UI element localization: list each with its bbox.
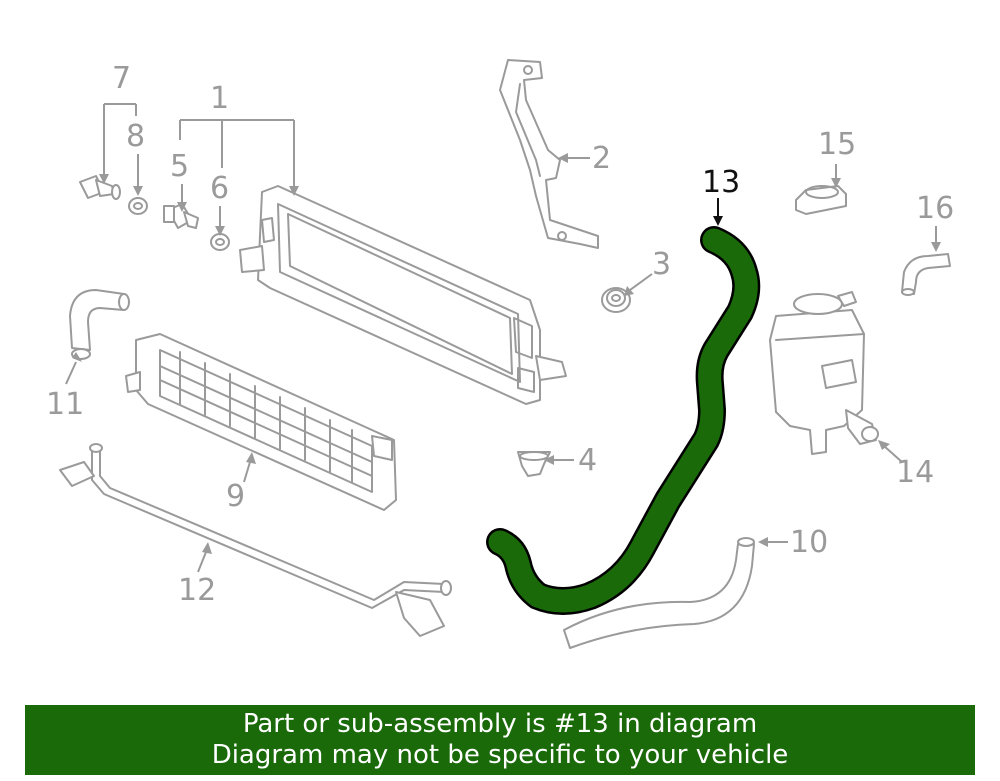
part-12-pipe (59, 443, 452, 637)
leader-lines (65, 103, 941, 573)
part-16-hose-end (901, 288, 915, 296)
callout-8: 8 (126, 119, 145, 154)
info-banner: Part or sub-assembly is #13 in diagram D… (25, 705, 975, 775)
part-10-hose (563, 543, 755, 649)
part-2-bracket (499, 59, 599, 249)
callout-11: 11 (46, 387, 84, 422)
part-3-grommet (601, 287, 631, 313)
callout-15: 15 (818, 127, 856, 162)
part-6-o-ring-hole (215, 238, 225, 246)
banner-line-1: Part or sub-assembly is #13 in diagram (242, 709, 758, 739)
callout-1: 1 (210, 81, 229, 116)
callout-6: 6 (210, 171, 229, 206)
callout-7: 7 (112, 61, 131, 96)
part-10-hose-end (737, 537, 755, 547)
part-9-intercooler (125, 333, 397, 511)
banner-line-2: Diagram may not be specific to your vehi… (211, 740, 789, 770)
part-11-hose-end (118, 293, 130, 311)
part-1-radiator (239, 185, 567, 405)
callout-2: 2 (592, 141, 611, 176)
callout-10: 10 (790, 525, 828, 560)
part-7-drain-plug (79, 175, 121, 200)
part-13-radiator-hose-fill (488, 228, 758, 613)
callout-16: 16 (916, 191, 954, 226)
part-14-reservoir (769, 291, 879, 455)
callout-12: 12 (178, 573, 216, 608)
callout-5: 5 (170, 149, 189, 184)
callout-9: 9 (226, 479, 245, 514)
part-8-washer-hole (133, 202, 143, 210)
part-5-sensor (163, 203, 199, 229)
part-15-cap (795, 185, 847, 215)
part-4-cushion (517, 451, 551, 477)
part-16-hose (901, 253, 951, 295)
parts-diagram: 7 8 1 5 6 2 3 4 11 9 12 10 14 15 16 13 (46, 59, 954, 649)
callout-14: 14 (896, 455, 934, 490)
callout-4: 4 (578, 443, 597, 478)
callout-13: 13 (702, 165, 740, 200)
part-11-hose (69, 289, 125, 351)
callout-3: 3 (652, 247, 671, 282)
